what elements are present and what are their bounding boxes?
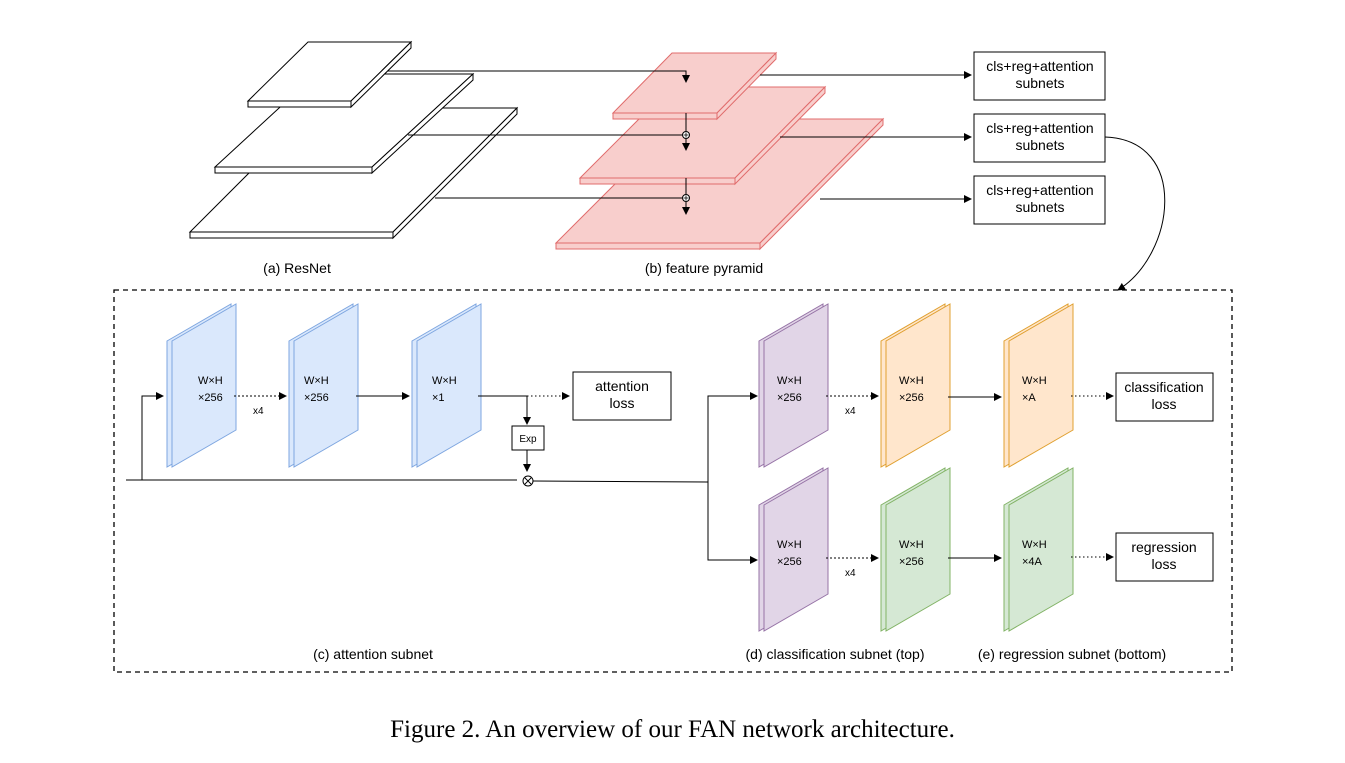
output-box-2-line1: cls+reg+attention: [986, 120, 1093, 136]
classification-layer-1-dim2: ×256: [777, 392, 802, 404]
pyramid-level-2: [578, 85, 827, 186]
label-attention-subnet: (c) attention subnet: [313, 646, 433, 662]
output-box-3-line2: subnets: [1015, 199, 1064, 215]
resnet-layer-1: [246, 40, 413, 109]
classification-loss-box: classification loss: [1115, 372, 1214, 422]
output-box-3-line1: cls+reg+attention: [986, 182, 1093, 198]
regression-layer-3-dim2: ×4A: [1022, 556, 1043, 568]
classification-layer-1: W×H ×256: [758, 303, 829, 468]
classification-layer-2: W×H ×256: [880, 303, 951, 468]
classification-layer-2-dim1: W×H: [899, 375, 924, 387]
output-box-1: cls+reg+attention subnets: [973, 51, 1106, 101]
label-resnet: (a) ResNet: [263, 260, 331, 276]
attention-layer-2: W×H ×256: [288, 303, 359, 468]
sum-node-1: [682, 131, 690, 139]
branch-lines: [707, 392, 758, 564]
regression-repeat: x4: [845, 568, 856, 579]
sum-node-2: [682, 194, 690, 202]
classification-layer-1-dim1: W×H: [777, 375, 802, 387]
attention-layer-3-dim2: ×1: [432, 392, 445, 404]
regression-subnet: W×H ×256 W×H ×256 W×H ×4A x4 regression …: [758, 467, 1214, 632]
attention-loss-line2: loss: [610, 395, 635, 411]
attention-layer-3-dim1: W×H: [432, 375, 457, 387]
exp-label: Exp: [519, 434, 537, 445]
regression-layer-1: W×H ×256: [758, 467, 829, 632]
label-feature-pyramid: (b) feature pyramid: [645, 260, 763, 276]
attention-layer-1-dim2: ×256: [198, 392, 223, 404]
regression-loss-box: regression loss: [1115, 532, 1214, 582]
pyramid-level-1: [611, 51, 778, 121]
attention-loss-line1: attention: [595, 378, 649, 394]
regression-layer-1-dim1: W×H: [777, 539, 802, 551]
regression-layer-2-dim1: W×H: [899, 539, 924, 551]
multiply-node: [522, 475, 534, 487]
output-box-3: cls+reg+attention subnets: [973, 175, 1106, 225]
attention-layer-1-dim1: W×H: [198, 375, 223, 387]
attention-layer-2-dim2: ×256: [304, 392, 329, 404]
regression-layer-3-dim1: W×H: [1022, 539, 1047, 551]
classification-loss-line1: classification: [1124, 379, 1203, 395]
attention-subnet: W×H ×256 W×H ×256 W×H ×1 x4: [126, 303, 709, 487]
classification-subnet: W×H ×256 W×H ×256 W×H ×A x4 classificati…: [758, 303, 1214, 468]
feature-pyramid-stack: [554, 51, 885, 251]
attention-layer-2-dim1: W×H: [304, 375, 329, 387]
classification-layer-3-dim2: ×A: [1022, 392, 1036, 404]
resnet-layer-2: [213, 72, 475, 175]
classification-repeat: x4: [845, 406, 856, 417]
label-regression-subnet: (e) regression subnet (bottom): [978, 646, 1166, 662]
output-box-2: cls+reg+attention subnets: [973, 113, 1106, 163]
figure-caption: Figure 2. An overview of our FAN network…: [390, 716, 955, 743]
exp-box: Exp: [511, 425, 545, 451]
label-classification-subnet: (d) classification subnet (top): [746, 646, 925, 662]
regression-loss-line2: loss: [1152, 556, 1177, 572]
classification-layer-3-dim1: W×H: [1022, 375, 1047, 387]
classification-layer-3: W×H ×A: [1003, 303, 1074, 468]
attention-layer-1: W×H ×256: [166, 303, 237, 468]
regression-layer-1-dim2: ×256: [777, 556, 802, 568]
classification-loss-line2: loss: [1152, 396, 1177, 412]
attention-loss-box: attention loss: [572, 371, 672, 421]
regression-loss-line1: regression: [1131, 539, 1196, 555]
resnet-stack: [188, 40, 519, 240]
attention-repeat: x4: [253, 406, 264, 417]
attention-layer-3: W×H ×1: [411, 303, 482, 468]
subnet-detail-frame: [113, 289, 1233, 673]
regression-layer-2: W×H ×256: [880, 467, 951, 632]
output-box-1-line2: subnets: [1015, 75, 1064, 91]
output-box-2-line2: subnets: [1015, 137, 1064, 153]
output-box-1-line1: cls+reg+attention: [986, 58, 1093, 74]
regression-layer-2-dim2: ×256: [899, 556, 924, 568]
lateral-connections: [388, 70, 690, 215]
pyramid-output-arrows: [760, 71, 1166, 291]
classification-layer-2-dim2: ×256: [899, 392, 924, 404]
regression-layer-3: W×H ×4A: [1003, 467, 1074, 632]
